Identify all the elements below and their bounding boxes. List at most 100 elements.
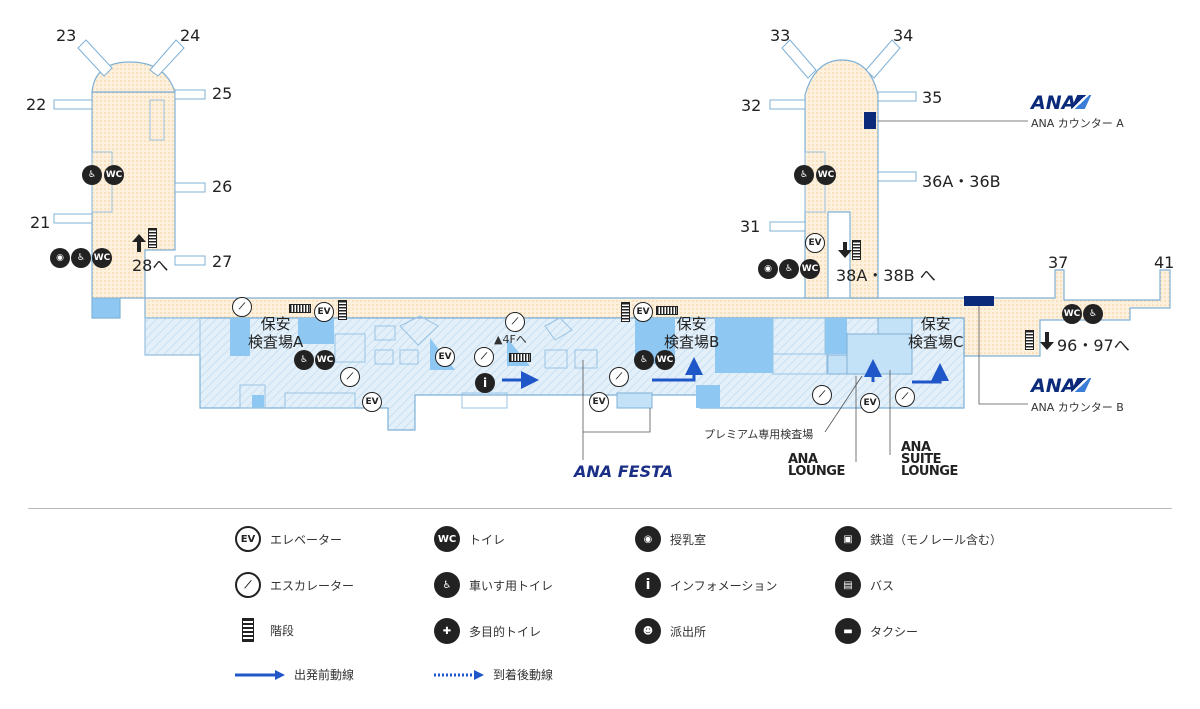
escalator-icon: ⟋	[812, 385, 832, 405]
stairs-icon	[242, 618, 254, 642]
legend-item-taxi: ▬ タクシー	[835, 618, 918, 644]
legend-item-nursing: ◉ 授乳室	[635, 526, 706, 552]
ev-icon: EV	[314, 302, 334, 322]
legend-item-bus: ▤ バス	[835, 572, 894, 598]
wc-icon: WC	[104, 165, 124, 185]
escalator-icon: ⟋	[474, 347, 494, 367]
premium-security-label: プレミアム専用検査場	[704, 428, 814, 441]
gate-36: 36A・36B	[922, 172, 1001, 191]
legend-item-stairs: 階段	[235, 618, 294, 642]
escalator-icon: ⟋	[235, 572, 261, 598]
security-b-label: 保安検査場B	[664, 315, 720, 351]
escalator-steps-icon	[289, 304, 311, 313]
multipurpose-wc-icon: ✚	[434, 618, 460, 644]
departure-route-arrows	[502, 357, 949, 389]
leader-lines	[582, 120, 1028, 462]
wc-icon: WC	[1062, 304, 1082, 324]
ev-icon: EV	[235, 526, 261, 552]
wheelchair-wc-icon: ♿	[794, 165, 814, 185]
ev-icon: EV	[805, 233, 825, 253]
ana-counter-b: ANA カウンター B	[1031, 401, 1124, 414]
ana-logo-b: ANA	[1031, 375, 1077, 397]
wheelchair-wc-icon: ♿	[82, 165, 102, 185]
legend-item-wheelchair-wc: ♿ 車いす用トイレ	[434, 572, 553, 598]
to-4f-label: ▲4Fへ	[494, 333, 527, 346]
gate-34: 34	[893, 26, 914, 45]
security-c-label: 保安検査場C	[908, 315, 964, 351]
stairs-icon	[621, 302, 630, 322]
bus-icon: ▤	[835, 572, 861, 598]
escalator-icon: ⟋	[505, 312, 525, 332]
ana-festa-label: ANA FESTA	[574, 462, 674, 481]
escalator-icon: ⟋	[895, 387, 915, 407]
gate-96-97: 96・97へ	[1057, 336, 1130, 355]
gate-26: 26	[212, 177, 233, 196]
ana-counter-a: ANA カウンター A	[1031, 117, 1124, 130]
ana-logo-a: ANA	[1031, 92, 1077, 114]
legend-item-multipurpose-wc: ✚ 多目的トイレ	[434, 618, 541, 644]
train-icon: ▣	[835, 526, 861, 552]
gate-21: 21	[30, 213, 51, 232]
ev-icon: EV	[860, 393, 880, 413]
wheelchair-wc-icon: ♿	[434, 572, 460, 598]
gate-23: 23	[56, 26, 77, 45]
gate-32: 32	[741, 96, 762, 115]
left-pier	[53, 39, 206, 319]
wc-icon: WC	[655, 350, 675, 370]
wc-icon: WC	[315, 350, 335, 370]
nursing-room-icon: ◉	[758, 259, 778, 279]
nursing-room-icon: ◉	[50, 248, 70, 268]
escalator-icon: ⟋	[609, 367, 629, 387]
wc-icon: WC	[92, 248, 112, 268]
gate-37: 37	[1048, 253, 1069, 272]
arrival-route-icon	[434, 669, 484, 680]
legend-item-escalator: ⟋ エスカレーター	[235, 572, 354, 598]
legend-item-info: i インフォメーション	[635, 572, 777, 598]
departure-route-icon	[235, 669, 285, 680]
escalator-icon: ⟋	[232, 297, 252, 317]
legend-item-departure-route: 出発前動線	[235, 666, 354, 683]
wc-icon: WC	[434, 526, 460, 552]
wheelchair-wc-icon: ♿	[71, 248, 91, 268]
info-icon: i	[635, 572, 661, 598]
gate-22: 22	[26, 95, 47, 114]
ev-icon: EV	[633, 302, 653, 322]
nursing-room-icon: ◉	[635, 526, 661, 552]
stairs-icon	[852, 240, 861, 260]
wc-icon: WC	[800, 259, 820, 279]
gate-33: 33	[770, 26, 791, 45]
gate-27: 27	[212, 252, 233, 271]
gate-35: 35	[922, 88, 943, 107]
wheelchair-wc-icon: ♿	[1083, 304, 1103, 324]
gate-25: 25	[212, 84, 233, 103]
wheelchair-wc-icon: ♿	[779, 259, 799, 279]
stairs-icon	[1025, 330, 1034, 350]
wheelchair-wc-icon: ♿	[634, 350, 654, 370]
legend-item-arrival-route: 到着後動線	[434, 666, 553, 683]
legend-divider	[28, 508, 1172, 509]
ev-icon: EV	[589, 392, 609, 412]
escalator-icon: ⟋	[340, 367, 360, 387]
stairs-icon	[148, 228, 157, 248]
escalator-steps-icon	[656, 306, 678, 315]
police-box-icon: ☻	[635, 618, 661, 644]
gate-38: 38A・38B へ	[836, 266, 936, 285]
gate-31: 31	[740, 217, 761, 236]
wheelchair-wc-icon: ♿	[294, 350, 314, 370]
escalator-steps-icon	[509, 353, 531, 362]
legend-item-police: ☻ 派出所	[635, 618, 706, 644]
legend-item-wc: WC トイレ	[434, 526, 505, 552]
info-icon: i	[475, 373, 495, 393]
legend-item-train: ▣ 鉄道（モノレール含む）	[835, 526, 1002, 552]
ev-icon: EV	[435, 347, 455, 367]
taxi-icon: ▬	[835, 618, 861, 644]
security-a-label: 保安検査場A	[248, 315, 304, 351]
stairs-icon	[338, 300, 347, 320]
gate-28: 28へ	[132, 256, 169, 275]
gate-24: 24	[180, 26, 201, 45]
wc-icon: WC	[816, 165, 836, 185]
